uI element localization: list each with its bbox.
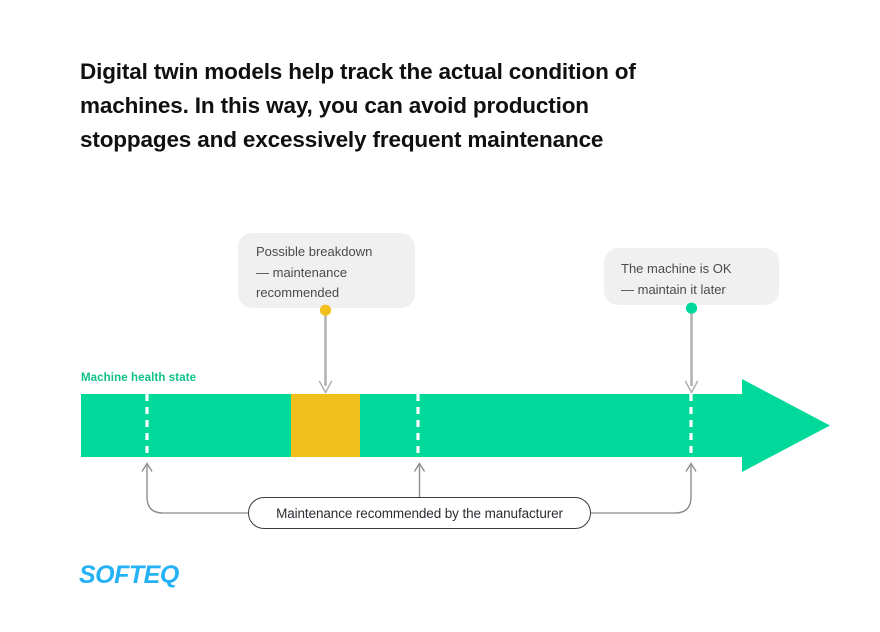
callout-possible-breakdown: Possible breakdown — maintenance recomme…: [238, 233, 415, 308]
softeq-logo: SOFTEQ: [79, 561, 179, 589]
dot-marker-icon: [685, 302, 698, 314]
arrowhead-down-icon: [318, 380, 333, 394]
up-arrow-icon: [414, 462, 425, 472]
timeline-arrow-shape: [81, 379, 830, 472]
timeline-segment-warning: [291, 393, 360, 458]
maintenance-recommendation-label: Maintenance recommended by the manufactu…: [248, 497, 591, 529]
up-arrow-icon: [141, 462, 153, 472]
bracket-branch-right: [590, 465, 692, 514]
connector-machine-ok: [684, 302, 699, 394]
arrowhead-down-icon: [684, 380, 699, 394]
timeline-dividers: [145, 394, 693, 457]
up-arrow-icon: [685, 462, 697, 472]
axis-label-machine-health-state: Machine health state: [81, 372, 197, 384]
bracket-branch-left: [146, 465, 249, 514]
connector-possible-breakdown: [318, 304, 333, 394]
callout-machine-ok: The machine is OK — maintain it later: [604, 248, 779, 305]
dot-marker-icon: [319, 304, 332, 316]
timeline-segments: [291, 393, 360, 458]
page-title: Digital twin models help track the actua…: [80, 59, 636, 152]
